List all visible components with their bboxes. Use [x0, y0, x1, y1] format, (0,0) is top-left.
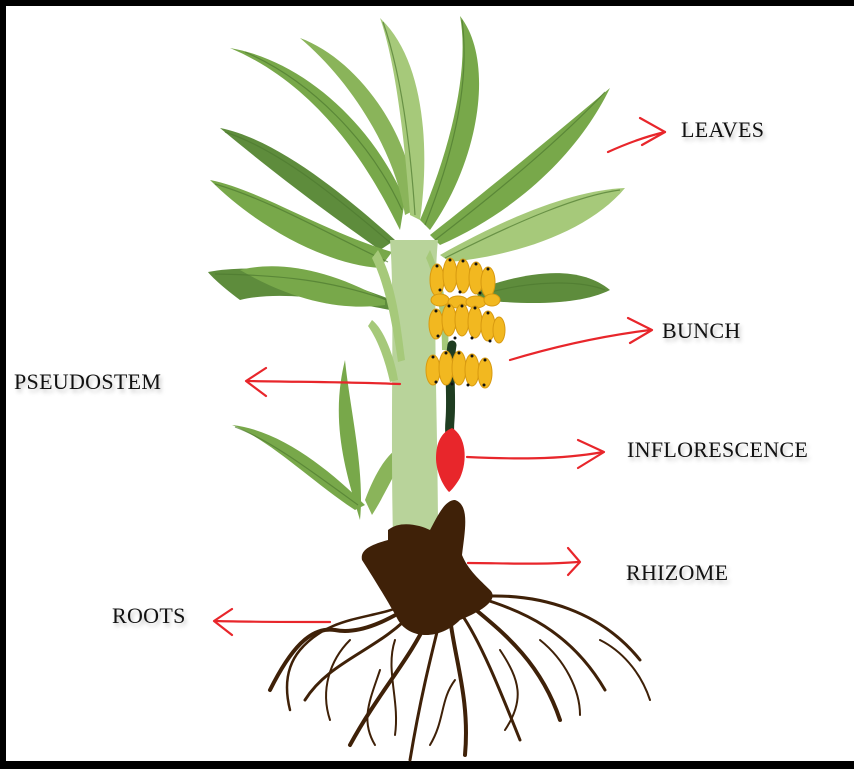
arrow-rhizome	[468, 548, 580, 575]
label-inflorescence: INFLORESCENCE	[627, 437, 808, 463]
arrow-inflorescence	[467, 440, 604, 468]
label-pseudostem: PSEUDOSTEM	[14, 369, 161, 395]
label-roots: ROOTS	[112, 603, 186, 629]
arrow-pseudostem	[246, 368, 400, 396]
roots	[270, 596, 650, 760]
label-rhizome: RHIZOME	[626, 560, 728, 586]
arrow-roots	[214, 609, 330, 635]
arrow-bunch	[510, 318, 652, 360]
inflorescence	[436, 428, 465, 492]
label-leaves: LEAVES	[681, 117, 764, 143]
banana-bunch	[426, 258, 505, 388]
arrow-leaves	[608, 118, 665, 152]
label-bunch: BUNCH	[662, 318, 741, 344]
